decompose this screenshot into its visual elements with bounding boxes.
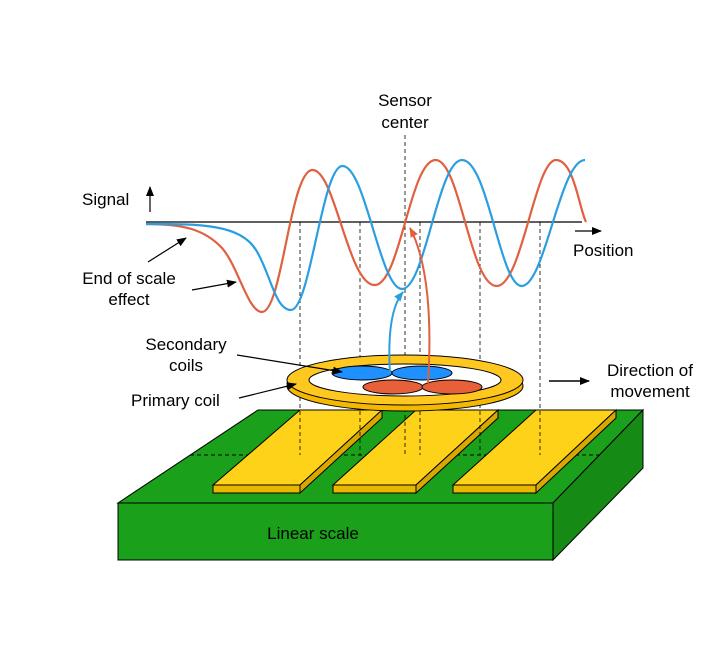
red-signal-curve bbox=[145, 158, 588, 314]
position-label: Position bbox=[573, 241, 633, 260]
blue-coil-arrow bbox=[388, 291, 404, 374]
sensor-center-label-2: center bbox=[381, 113, 429, 132]
primary-coil-label: Primary coil bbox=[131, 391, 220, 410]
end-of-scale-pointer-2 bbox=[191, 279, 237, 291]
secondary-coil-red-left bbox=[362, 379, 424, 395]
end-of-scale-label-2: effect bbox=[108, 290, 150, 309]
secondary-coil-blue-left bbox=[331, 365, 393, 381]
end-of-scale-pointer-1 bbox=[147, 237, 187, 263]
secondary-coils-label-1: Secondary bbox=[145, 335, 227, 354]
direction-label-2: movement bbox=[610, 382, 690, 401]
secondary-coils-pointer bbox=[236, 354, 343, 375]
target-plate-2 bbox=[331, 408, 500, 495]
secondary-coils bbox=[331, 365, 483, 395]
signal-label: Signal bbox=[82, 190, 129, 209]
primary-coil-pointer bbox=[238, 382, 297, 399]
linear-scale-label: Linear scale bbox=[267, 524, 359, 543]
scale-side-face bbox=[552, 408, 644, 562]
secondary-coil-red-right bbox=[421, 379, 483, 395]
end-of-scale-label-1: End of scale bbox=[82, 269, 176, 288]
blue-signal-curve bbox=[145, 158, 586, 312]
red-coil-arrow bbox=[409, 227, 431, 384]
direction-label-1: Direction of bbox=[607, 361, 693, 380]
secondary-coils-label-2: coils bbox=[169, 356, 203, 375]
target-plate-1 bbox=[211, 408, 384, 495]
sensor-center-label-1: Sensor bbox=[378, 91, 432, 110]
secondary-coil-blue-right bbox=[391, 365, 453, 381]
target-plate-3 bbox=[451, 408, 618, 495]
